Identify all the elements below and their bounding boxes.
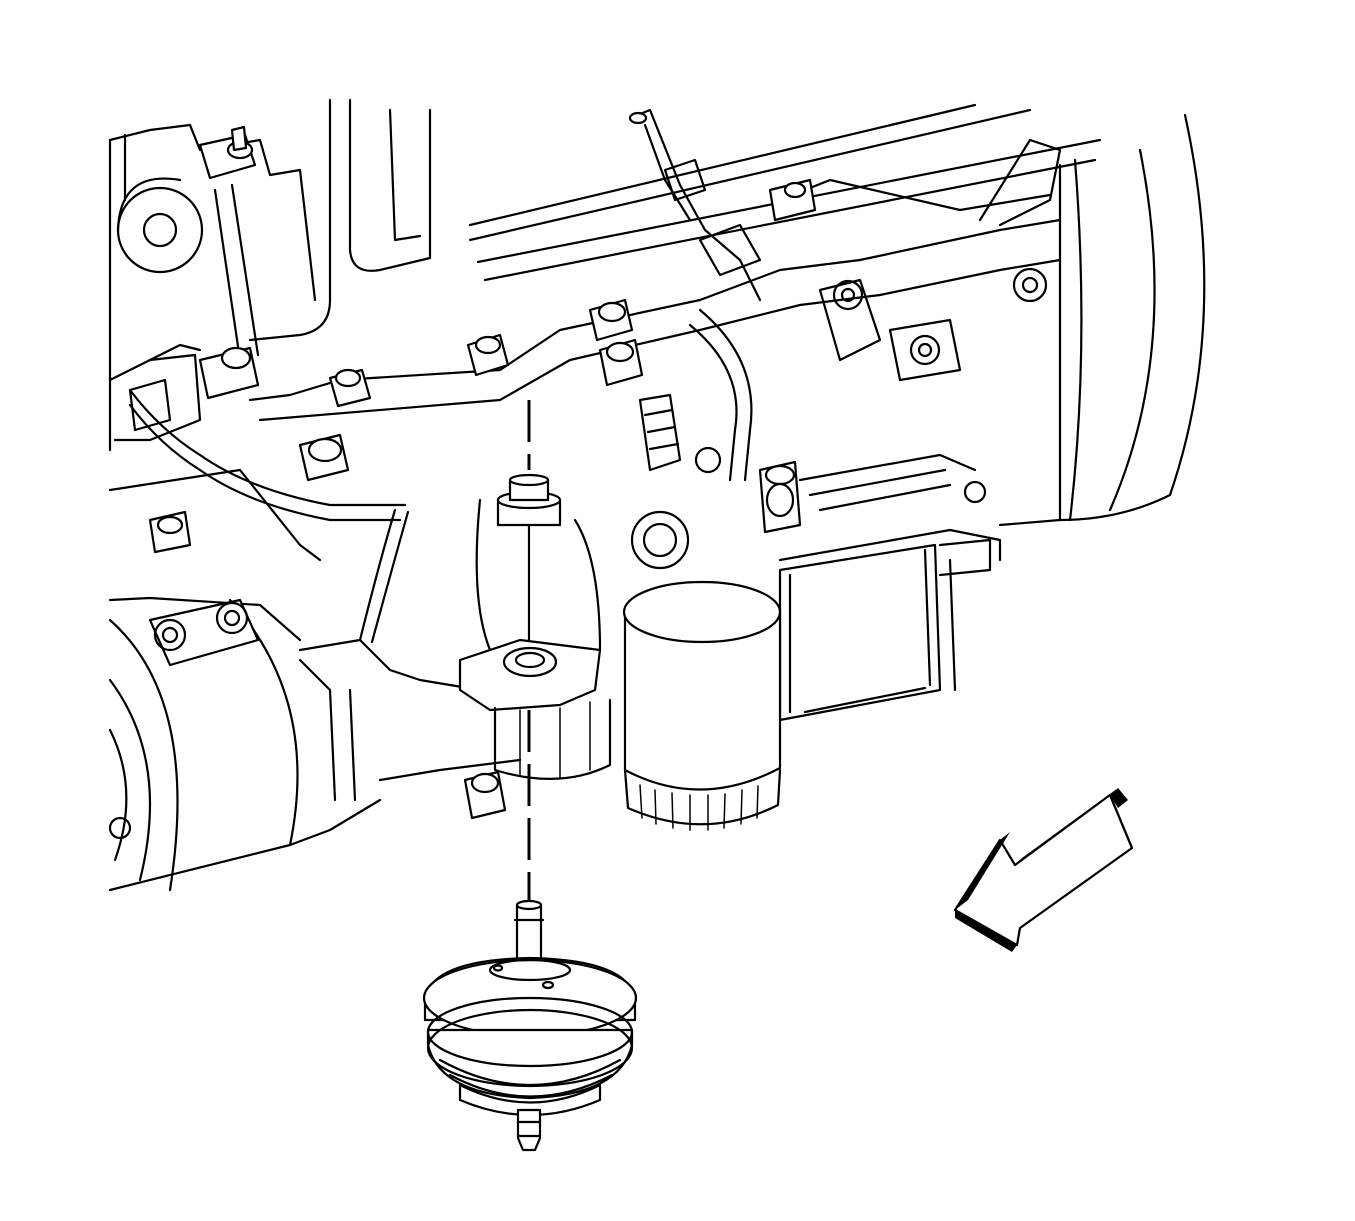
bolt-icon	[768, 178, 817, 222]
bolt-icon	[588, 298, 634, 342]
bolt-icon	[328, 368, 372, 408]
bolt-icon	[598, 338, 644, 387]
bolt-icon	[298, 433, 350, 482]
bolt-icon	[466, 333, 510, 377]
bolt-icon	[198, 346, 260, 400]
bolt-icon	[463, 770, 507, 820]
oil-filter-icon	[622, 580, 782, 831]
direction-arrow-icon	[953, 788, 1134, 952]
bolt-icon	[148, 510, 192, 554]
bolt-icon	[198, 125, 257, 180]
mount-bracket	[458, 473, 612, 780]
nut-icon	[496, 473, 562, 642]
engine-block-icon	[108, 98, 1206, 892]
bolt-icon	[758, 460, 802, 534]
engine-mount-icon	[422, 899, 638, 1152]
